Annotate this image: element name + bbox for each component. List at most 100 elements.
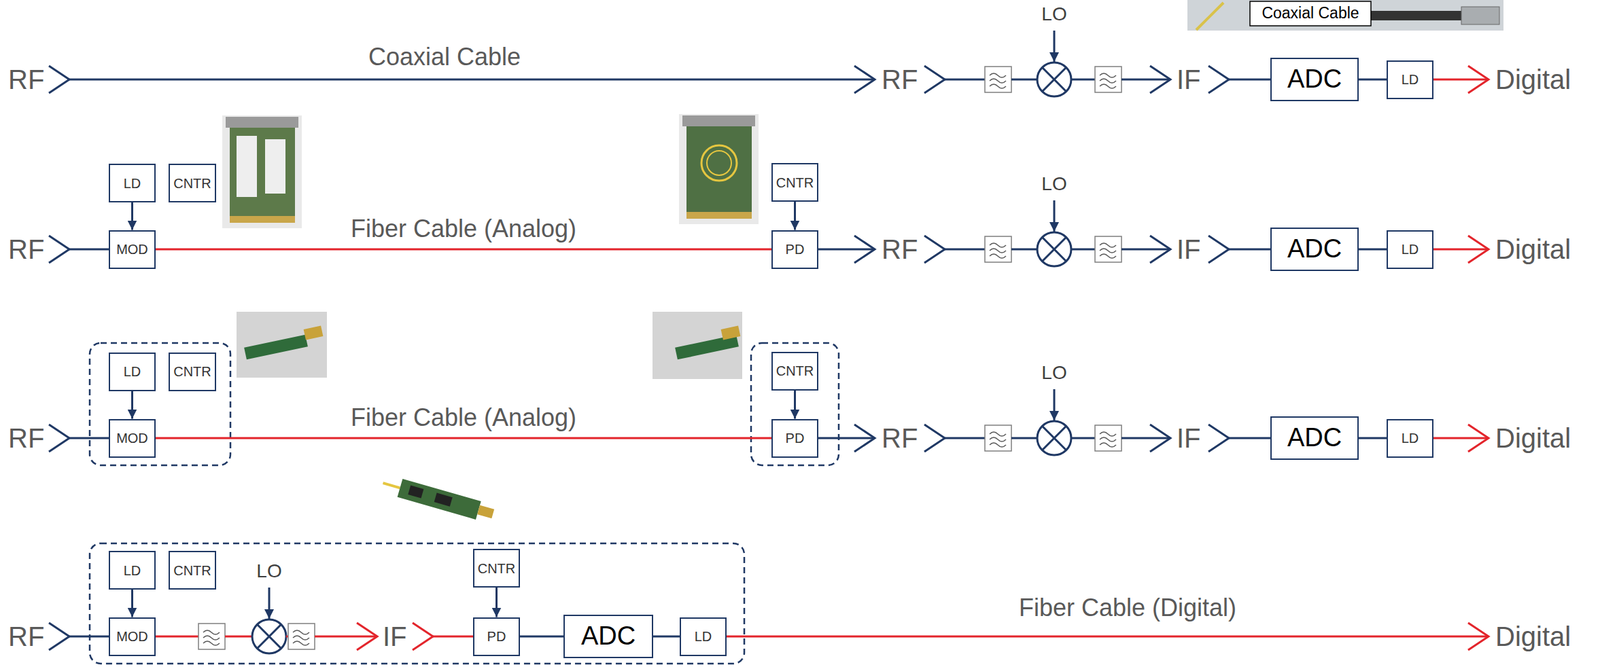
sma-connector xyxy=(477,505,495,520)
connector xyxy=(1358,78,1387,81)
chip-drawing xyxy=(407,485,424,499)
connector-drawing xyxy=(1461,6,1500,25)
cable-drawing xyxy=(1196,2,1224,30)
port-label: Digital xyxy=(1495,423,1571,454)
photo-ground xyxy=(679,114,759,225)
connector xyxy=(793,390,796,420)
component-box: LD xyxy=(108,352,156,392)
port-label: Digital xyxy=(1495,621,1571,652)
box-text: ADC xyxy=(1287,424,1342,453)
fiber-coil xyxy=(701,145,737,181)
connector xyxy=(793,201,796,231)
component-box: MOD xyxy=(108,230,156,270)
box-text: CNTR xyxy=(173,176,212,191)
port-chevron xyxy=(48,235,70,264)
connector xyxy=(131,391,134,420)
board-photo xyxy=(222,115,302,229)
component-box: LD xyxy=(1386,60,1434,100)
pcb-drawing xyxy=(244,335,308,361)
pcb-drawing xyxy=(229,127,295,223)
component-box: LD xyxy=(1386,230,1434,270)
box-text: LD xyxy=(123,364,142,380)
component-box: LD xyxy=(108,551,156,590)
filter-symbol xyxy=(288,623,315,650)
component-box: MOD xyxy=(108,419,156,459)
box-text: LD xyxy=(694,629,713,645)
connector xyxy=(1358,437,1387,440)
digital-fiber-line xyxy=(726,636,1489,639)
box-text: MOD xyxy=(116,430,149,446)
port-chevron xyxy=(412,623,433,651)
pcb-drawing xyxy=(397,479,482,520)
cable-label: Fiber Cable (Digital) xyxy=(1018,594,1237,622)
component-box: LD xyxy=(108,163,156,203)
edge-connector xyxy=(229,216,295,223)
pcb-drawing xyxy=(686,126,752,219)
component-box: CNTR xyxy=(771,163,820,202)
box-text: LD xyxy=(1401,241,1420,257)
fiber-connector xyxy=(155,248,772,251)
port-chevron xyxy=(48,424,70,452)
port-chevron xyxy=(1468,623,1489,651)
connector xyxy=(495,587,498,618)
port-label: RF xyxy=(8,64,45,95)
connector xyxy=(131,202,134,231)
coax-photo xyxy=(1187,0,1504,31)
box-text: CNTR xyxy=(173,563,212,579)
box-text: MOD xyxy=(116,629,149,645)
module-drawing xyxy=(236,135,257,198)
rf-wire xyxy=(818,248,875,251)
component-box: LD xyxy=(679,617,727,657)
mixer-symbol xyxy=(252,587,287,654)
converter-box: ADC xyxy=(1270,227,1359,272)
sma-connector xyxy=(721,325,741,340)
connector xyxy=(131,589,134,618)
component-box: CNTR xyxy=(771,352,820,391)
box-text: LD xyxy=(1401,72,1420,88)
lo-label: LO xyxy=(256,561,282,583)
optical-wire xyxy=(224,636,253,639)
box-text: PD xyxy=(785,430,805,446)
board-photo xyxy=(679,114,759,225)
port-chevron xyxy=(48,623,70,651)
box-text: CNTR xyxy=(173,364,212,380)
box-text: CNTR xyxy=(477,561,516,577)
component-box: PD xyxy=(771,230,819,270)
board-photo xyxy=(380,474,496,525)
box-text: LD xyxy=(123,563,142,579)
box-text: ADC xyxy=(581,622,636,652)
board-photo xyxy=(652,311,743,380)
chip-drawing xyxy=(434,493,453,508)
port-label: IF xyxy=(382,621,408,652)
rf-wire xyxy=(69,437,109,440)
photo-label-box xyxy=(1249,1,1371,26)
port-label: RF xyxy=(8,423,45,454)
component-box: PD xyxy=(771,419,819,459)
box-text: PD xyxy=(487,629,507,645)
optical-wire xyxy=(432,636,474,639)
lo-label: LO xyxy=(1041,362,1067,385)
port-label: RF xyxy=(881,234,918,265)
component-box: CNTR xyxy=(473,549,521,588)
converter-box: ADC xyxy=(1270,416,1359,461)
coax-line xyxy=(69,78,875,81)
port-label: RF xyxy=(8,234,45,265)
component-box: LD xyxy=(1386,419,1434,459)
box-text: PD xyxy=(785,241,805,257)
rf-wire xyxy=(69,248,109,251)
edge-connector xyxy=(686,212,752,219)
module-drawing xyxy=(265,139,286,194)
converter-box: ADC xyxy=(1270,57,1359,102)
port-chevron xyxy=(48,65,70,94)
port-label: IF xyxy=(1176,423,1202,454)
port-label: Digital xyxy=(1495,64,1571,95)
box-text: LD xyxy=(123,176,142,191)
fiber-connector xyxy=(155,437,772,440)
cable-label: Coaxial Cable xyxy=(368,43,521,71)
connector xyxy=(1358,248,1387,251)
port-label: RF xyxy=(881,423,918,454)
lo-label: LO xyxy=(1041,174,1067,196)
module-outline xyxy=(89,343,231,466)
port-label: Digital xyxy=(1495,234,1571,265)
